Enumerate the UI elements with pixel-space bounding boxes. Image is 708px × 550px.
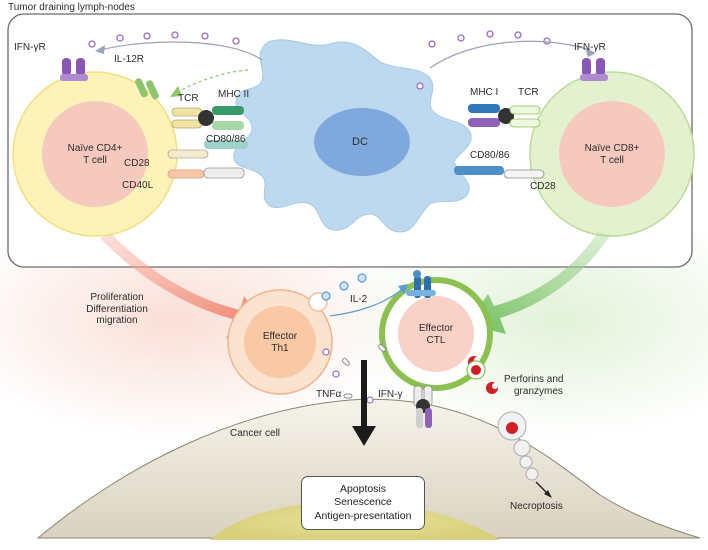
process-proliferation: Proliferation (90, 292, 144, 303)
cd40l-molecule (167, 167, 245, 179)
perforins-label: Perforins and granzymes (504, 374, 563, 397)
ctl-line1: Effector (418, 323, 454, 334)
outcome-box: Apoptosis Senescence Antigen-presentatio… (301, 476, 425, 530)
effector-ctl-label: Effector CTL (406, 323, 466, 346)
tcr-left-receptor (171, 107, 203, 129)
th1-line2: Th1 (271, 342, 289, 354)
cd28-left-label: CD28 (124, 158, 150, 169)
cytokine-arc-right (429, 40, 591, 69)
th1-line1: Effector (262, 331, 298, 342)
perforins-line2: granzymes (514, 385, 563, 397)
outcome-antigen-presentation: Antigen-presentation (314, 509, 412, 522)
naive-cd8-label: Naïve CD8+ T cell (579, 143, 645, 166)
ctl-mhc-contact (413, 385, 433, 428)
effector-ctl-nucleus (398, 296, 474, 372)
cd4-process-label: Proliferation Differentiation migration (62, 292, 172, 327)
cd28-left-molecule (167, 149, 209, 159)
tnfa-label: TNFα (316, 389, 342, 400)
tnf-capsules (342, 344, 386, 399)
effector-cytokines (322, 348, 374, 404)
cancer-cell-label: Cancer cell (230, 428, 281, 439)
killing-arrow-head (352, 426, 376, 446)
cytokine-arc-left (99, 41, 263, 61)
tcr-right-label: TCR (518, 87, 539, 98)
naive-cd4-line1: Naïve CD4+ (67, 143, 123, 154)
tcr-left-label: TCR (178, 93, 199, 104)
killing-arrow-shaft (361, 360, 367, 428)
outcome-senescence: Senescence (334, 496, 392, 509)
il2-dots (321, 273, 367, 301)
il2-receptor (406, 270, 436, 298)
cd4-migration-arrow (100, 234, 266, 338)
ctl-line2: CTL (426, 334, 446, 346)
il12-arrow-head (170, 86, 182, 97)
cancer-cell (36, 398, 701, 539)
cd80-left-molecule (204, 140, 248, 149)
necroptosis-arrow-head (544, 490, 552, 498)
naive-cd4-label: Naïve CD4+ T cell (62, 143, 128, 166)
ctl-granule-inside (471, 365, 481, 375)
ifng-label: IFN-γ (378, 389, 403, 400)
effector-th1-label: Effector Th1 (250, 331, 310, 354)
naive-cd4-line2: T cell (83, 154, 107, 166)
bleb-granule (506, 422, 518, 434)
tcr-right-receptor (509, 105, 541, 128)
mhc2-molecule (212, 106, 244, 130)
antigen-right (498, 108, 514, 124)
cd8-migration-arrow (466, 232, 610, 334)
ifngr-right-receptor (580, 58, 608, 81)
cytokine-arrow-right (585, 48, 596, 57)
il12r-receptor (135, 78, 159, 100)
process-migration: migration (96, 315, 138, 326)
il12-signal-arrow (177, 69, 249, 93)
cd28-right-label: CD28 (530, 181, 556, 192)
perforins-line1: Perforins and (504, 374, 564, 385)
necroptosis-label: Necroptosis (510, 501, 563, 512)
dc-nucleus (314, 108, 410, 176)
antigen-left (198, 110, 214, 126)
cd80-right-molecule (454, 166, 504, 175)
outcome-apoptosis: Apoptosis (339, 483, 387, 496)
process-differentiation: Differentiation (86, 303, 148, 315)
mhc1-label: MHC I (470, 87, 499, 98)
lymph-node-title: Tumor draining lymph-nodes (8, 2, 135, 13)
ifngr-right-label: IFN-γR (574, 42, 606, 53)
cd80-right-label: CD80/86 (470, 150, 510, 161)
mhc2-label: MHC II (218, 89, 250, 100)
il2-label: IL-2 (350, 294, 368, 305)
naive-cd8-nucleus (559, 101, 665, 207)
mhc1-molecule (468, 104, 500, 127)
cytokine-dots-top (88, 30, 551, 90)
effector-th1-nucleus (244, 306, 316, 378)
il2-arrow (329, 287, 405, 317)
cd40l-label: CD40L (122, 180, 154, 191)
ifngr-left-label: IFN-γR (14, 42, 46, 53)
naive-cd8-line2: T cell (600, 154, 624, 166)
il2-arrow-head (398, 284, 408, 294)
cytokine-arrow-left (95, 45, 105, 54)
cd28-right-molecule (503, 169, 545, 179)
dc-label: DC (352, 136, 368, 148)
ifngr-left-receptor (60, 58, 88, 81)
cd80-left-label: CD80/86 (206, 134, 246, 145)
naive-cd8-line1: Naïve CD8+ (584, 143, 640, 154)
naive-cd4-nucleus (42, 101, 148, 207)
il12r-label: IL-12R (114, 54, 145, 65)
